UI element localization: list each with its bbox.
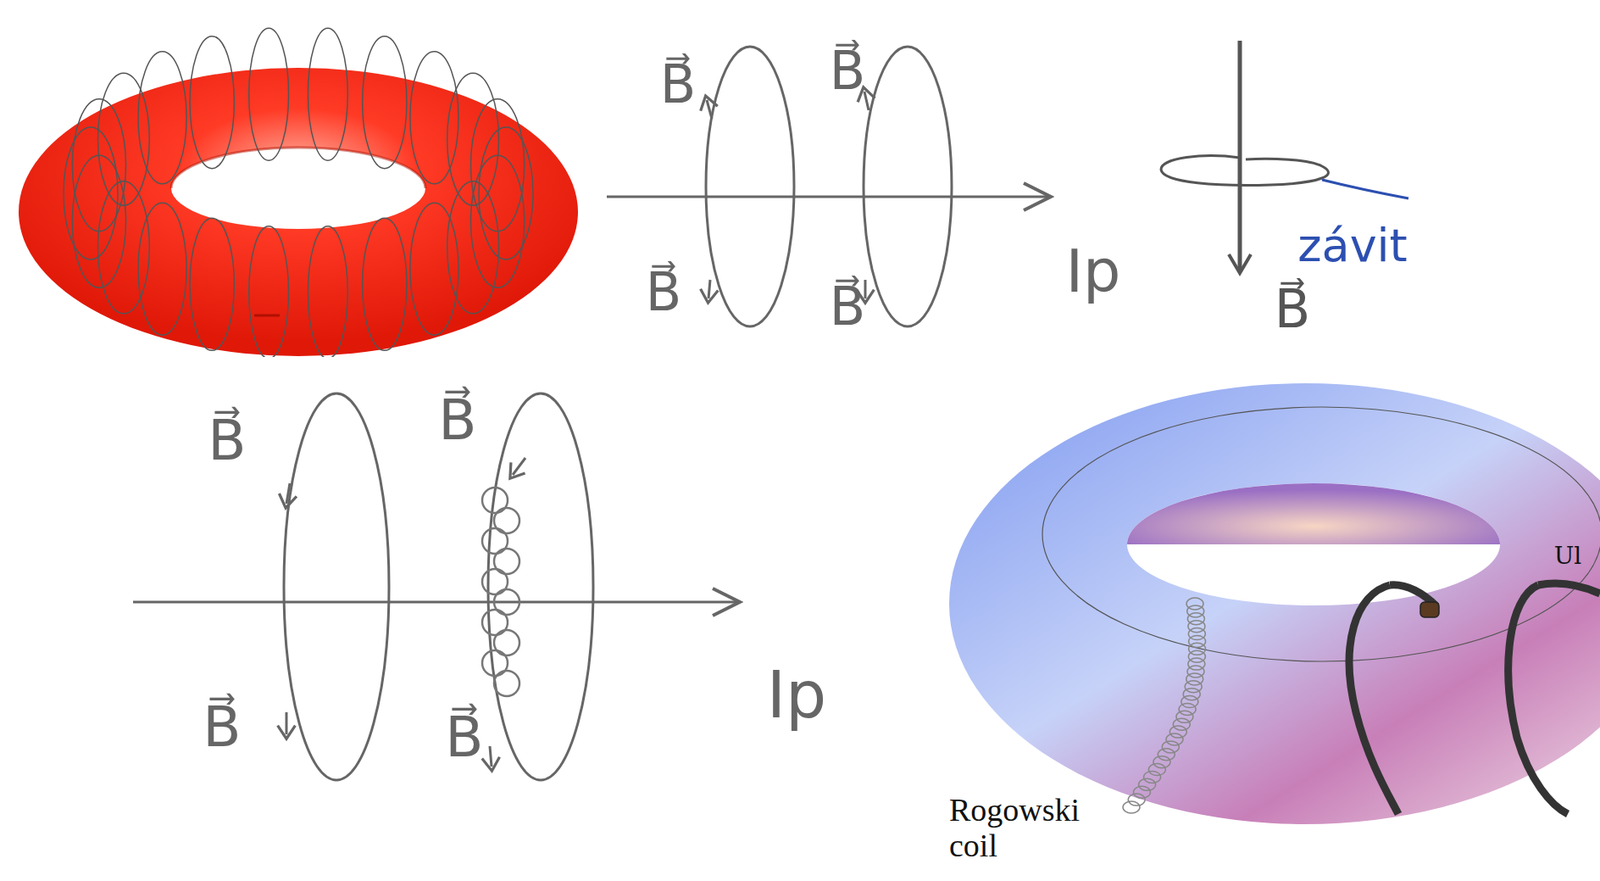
coil-winding	[138, 202, 187, 335]
field-label: B⃗	[444, 706, 484, 769]
coil-label: Rogowski coil	[949, 792, 1119, 864]
coil-winding	[307, 27, 348, 161]
rogowski-turn	[1138, 777, 1156, 790]
field-label: B⃗	[645, 263, 683, 322]
coil-winding	[478, 127, 534, 260]
coil-winding	[63, 127, 118, 260]
rogowski-turn	[1148, 763, 1166, 776]
coil-winding	[410, 51, 459, 184]
coil-winding	[138, 51, 187, 184]
field-label: B⃗	[829, 277, 867, 336]
turn-label: závit	[1297, 220, 1408, 271]
rogowski-turn	[1122, 800, 1140, 813]
coil-winding	[72, 155, 126, 288]
rogowski-turn	[1188, 634, 1206, 647]
coil-winding	[362, 36, 407, 169]
rogowski-turn	[1176, 710, 1194, 723]
rogowski-turn	[1183, 688, 1200, 700]
rogowski-turn	[1127, 793, 1145, 806]
rogowski-turn	[1172, 717, 1190, 730]
coil-winding	[249, 226, 289, 357]
coil-winding	[97, 72, 150, 206]
rogowski-turn	[1178, 702, 1196, 715]
coil-winding	[410, 202, 459, 335]
rogowski-turn	[1153, 755, 1171, 768]
rogowski-turn	[1133, 785, 1150, 798]
coil-winding	[189, 36, 234, 169]
rogowski-turn	[1157, 748, 1175, 761]
field-loops-top	[606, 46, 1051, 327]
coil-winding	[362, 217, 407, 350]
rogowski-turn	[1166, 733, 1184, 745]
field-label: B⃗	[438, 389, 477, 452]
field-label: B⃗	[829, 42, 867, 100]
rogowski-turn	[1169, 725, 1187, 738]
current-label: Ip	[1065, 238, 1121, 305]
coil-winding	[470, 99, 524, 232]
rogowski-turn	[1144, 770, 1162, 783]
voltage-label: Ul	[1554, 543, 1583, 570]
blue-torus	[949, 383, 1600, 824]
field-label: B⃗	[1274, 280, 1312, 339]
field-label: B⃗	[660, 55, 697, 114]
field-loops-bottom	[133, 393, 740, 780]
field-label: B⃗	[207, 410, 246, 473]
coil-winding	[249, 27, 289, 161]
coil-winding	[189, 217, 234, 350]
coil-turn	[494, 670, 520, 696]
field-label: B⃗	[202, 696, 241, 759]
coil-winding	[447, 181, 500, 314]
red-torus	[18, 27, 578, 357]
wire-loop	[1161, 40, 1409, 273]
rogowski-turn	[1181, 695, 1199, 708]
coil-winding	[307, 226, 348, 357]
current-label: Ip	[766, 659, 828, 731]
rogowski-turn	[1161, 740, 1179, 753]
